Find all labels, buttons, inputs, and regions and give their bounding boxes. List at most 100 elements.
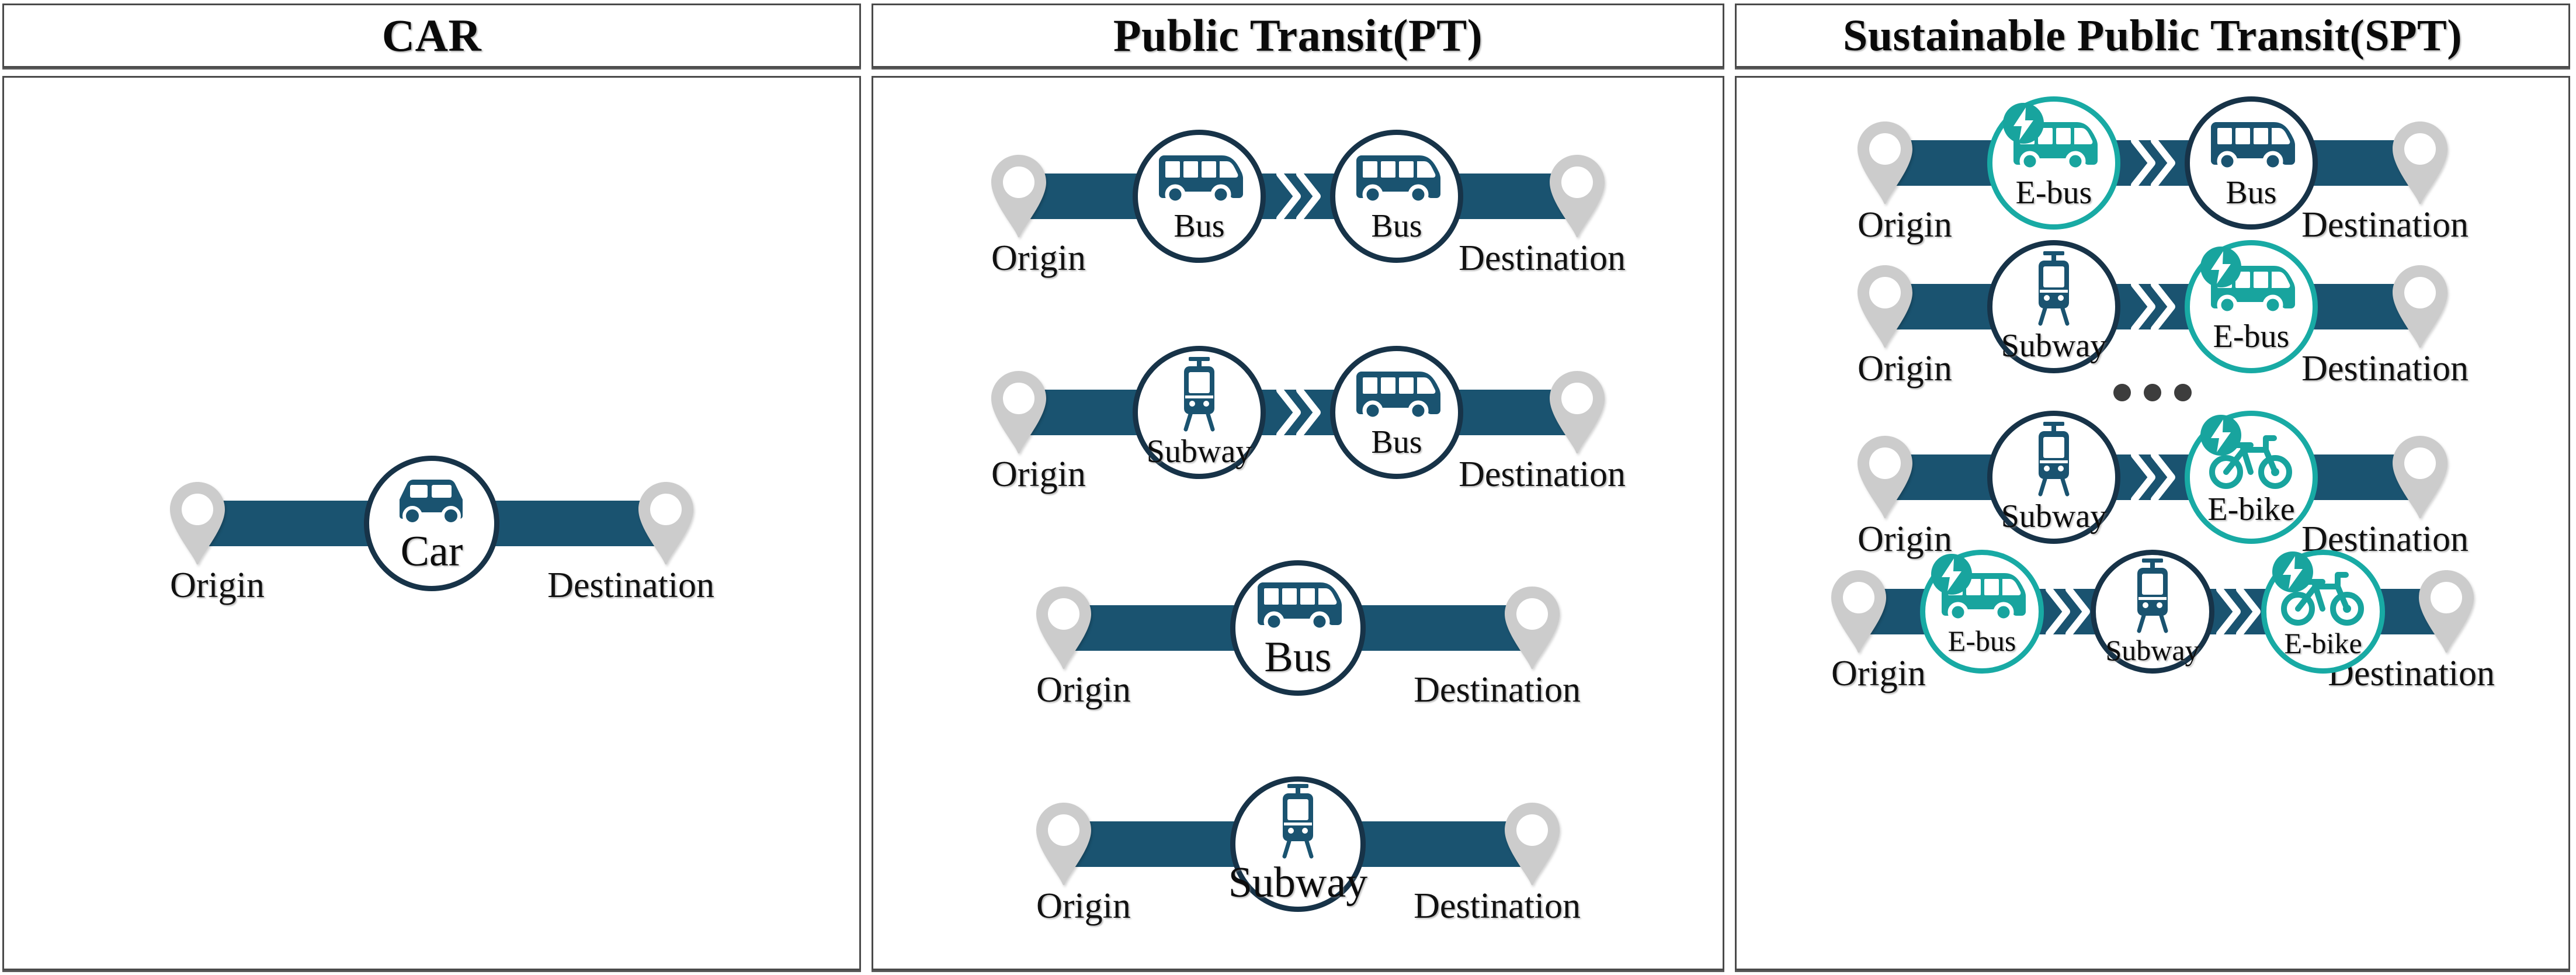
destination-label: Destination xyxy=(2301,205,2469,245)
route-bar xyxy=(1443,389,1566,435)
lightning-bolt-icon xyxy=(2271,550,2314,594)
lightning-bolt-icon xyxy=(1930,553,1973,596)
map-pin-icon xyxy=(2393,436,2447,519)
destination-label: Destination xyxy=(547,565,714,605)
origin-label: Origin xyxy=(1858,519,1952,559)
map-pin-icon xyxy=(2419,570,2474,653)
route-bar xyxy=(1346,821,1521,868)
lightning-bolt-icon xyxy=(2002,102,2045,145)
mode-label: E-bus xyxy=(2015,175,2092,211)
panel-car-title: CAR xyxy=(381,10,482,61)
panel-spt-header: Sustainable Public Transit(SPT) xyxy=(1735,4,2570,68)
panel-car-body: Origin xyxy=(2,76,861,970)
destination-label: Destination xyxy=(1459,238,1626,278)
mode-node-subway[interactable]: Subway xyxy=(1228,776,1368,912)
route-bar xyxy=(1075,605,1250,651)
route-bar xyxy=(1346,605,1521,651)
bus-icon xyxy=(1353,150,1440,206)
destination-marker: Destination xyxy=(1414,584,1581,710)
mode-node-bus[interactable]: Bus xyxy=(1330,345,1463,479)
mode-label: E-bus xyxy=(1947,624,2016,657)
panel-pt-body: Origin Bus xyxy=(872,76,1724,970)
lightning-bolt-icon xyxy=(2199,414,2242,457)
mode-node-subway[interactable]: Subway xyxy=(1987,240,2120,373)
route-row: Origin Subway xyxy=(1737,233,2568,388)
route-row: Origin Subway xyxy=(1737,404,2568,559)
ellipsis-icon xyxy=(1737,377,2568,408)
lightning-bolt-icon xyxy=(2199,245,2242,289)
mode-label: E-bus xyxy=(2213,318,2290,355)
route-bar xyxy=(1075,821,1250,868)
map-pin-icon xyxy=(638,481,693,564)
route-bar xyxy=(1030,389,1152,435)
mode-label: E-bike xyxy=(2284,627,2362,660)
subway-icon xyxy=(1172,356,1226,432)
map-pin-icon xyxy=(1505,587,1560,669)
map-pin-icon xyxy=(1036,803,1091,886)
route-row: Origin E-bus xyxy=(1737,538,2568,693)
route-row: Origin xyxy=(4,450,859,605)
origin-marker: Origin xyxy=(1854,119,1952,245)
destination-marker: Destination xyxy=(547,480,714,605)
mode-label: Bus xyxy=(1371,207,1422,244)
destination-label: Destination xyxy=(1459,454,1626,494)
origin-label: Origin xyxy=(170,565,265,605)
origin-marker: Origin xyxy=(166,480,265,605)
panel-spt-body: Origin E-bus xyxy=(1735,76,2570,970)
route-bar xyxy=(480,500,655,546)
map-pin-icon xyxy=(1858,122,1912,204)
origin-marker: Origin xyxy=(988,152,1086,278)
destination-label: Destination xyxy=(2301,349,2469,388)
origin-label: Origin xyxy=(991,454,1086,494)
transfer-marker xyxy=(1251,170,1345,222)
map-pin-icon xyxy=(1858,436,1912,519)
subway-icon xyxy=(1271,784,1325,859)
mode-node-car[interactable]: Car xyxy=(364,455,499,591)
mode-label: Subway xyxy=(1146,433,1252,470)
bike-icon xyxy=(2279,565,2367,626)
origin-label: Origin xyxy=(1858,205,1952,245)
mode-node-e-bike[interactable]: E-bike xyxy=(2185,411,2318,544)
origin-label: Origin xyxy=(991,238,1086,278)
destination-marker: Destination xyxy=(1459,369,1626,494)
origin-marker: Origin xyxy=(1828,568,1926,693)
mode-node-subway[interactable]: Subway xyxy=(1133,345,1266,479)
mode-label: Subway xyxy=(1228,859,1368,907)
route-row: Origin E-bus xyxy=(1737,89,2568,245)
transfer-marker xyxy=(2105,281,2200,332)
transfer-marker xyxy=(2105,452,2200,503)
mode-node-e-bus[interactable]: E-bus xyxy=(2185,240,2318,373)
route-bar xyxy=(209,500,384,546)
mode-node-subway[interactable]: Subway xyxy=(2091,550,2214,674)
map-pin-icon xyxy=(170,481,225,564)
transfer-marker xyxy=(2105,137,2200,189)
map-pin-icon xyxy=(1858,265,1912,348)
mode-node-e-bus[interactable]: E-bus xyxy=(1920,550,2044,674)
mode-node-e-bike[interactable]: E-bike xyxy=(2261,550,2385,674)
mode-node-subway[interactable]: Subway xyxy=(1987,411,2120,544)
route-bar xyxy=(1443,173,1566,219)
origin-marker: Origin xyxy=(1033,584,1131,710)
route-row: Origin Bus xyxy=(873,123,1723,278)
mode-node-e-bus[interactable]: E-bus xyxy=(1987,96,2120,230)
origin-label: Origin xyxy=(1036,670,1131,710)
map-pin-icon xyxy=(1831,570,1886,653)
destination-marker: Destination xyxy=(2301,433,2469,559)
bus-icon xyxy=(1353,366,1440,422)
mode-node-bus[interactable]: Bus xyxy=(1133,129,1266,263)
map-pin-icon xyxy=(2393,265,2447,348)
route-row: Origin Subway Destination xyxy=(873,771,1723,926)
mode-label: Subway xyxy=(2105,634,2200,667)
origin-marker: Origin xyxy=(1854,263,1952,388)
transfer-marker xyxy=(1251,386,1345,438)
mode-node-bus[interactable]: Bus xyxy=(1330,129,1463,263)
mode-node-bus[interactable]: Bus xyxy=(2185,96,2318,230)
panel-car: CAR Origin xyxy=(2,4,861,970)
origin-label: Origin xyxy=(1858,349,1952,388)
panel-spt-title: Sustainable Public Transit(SPT) xyxy=(1842,11,2463,60)
mode-label: Bus xyxy=(1264,633,1332,682)
origin-marker: Origin xyxy=(1033,800,1131,926)
origin-label: Origin xyxy=(1036,886,1131,927)
mode-node-bus[interactable]: Bus xyxy=(1230,560,1366,696)
